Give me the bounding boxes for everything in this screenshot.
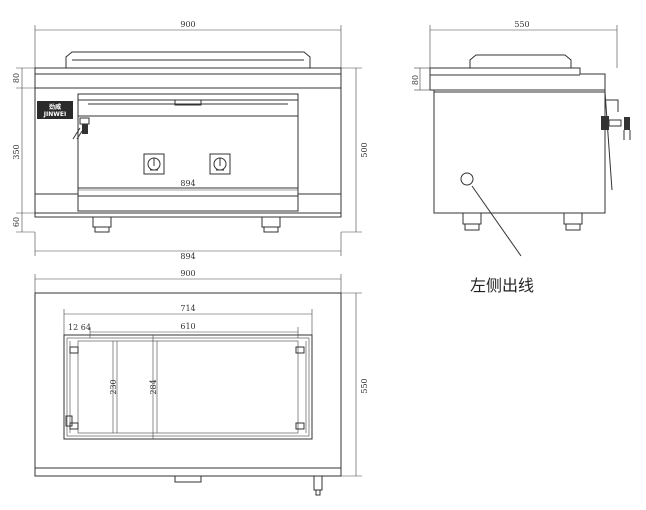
dim-front-top-80: 80 — [12, 73, 21, 83]
cable-exit-hole — [460, 172, 474, 186]
dim-front-width-900: 900 — [180, 20, 195, 29]
right-control-knob — [209, 153, 231, 175]
top-view: 900 714 610 12 64 230 284 — [34, 269, 369, 496]
dim-top-inner-714: 714 — [180, 304, 195, 313]
dim-top-outer-depth-284: 284 — [149, 379, 158, 394]
side-view: 550 80 左侧出线 — [411, 20, 631, 295]
svg-text:JINWEI: JINWEI — [43, 111, 66, 118]
front-view: 900 劲威 JINWEI — [12, 20, 369, 261]
cable-exit-label: 左侧出线 — [470, 276, 534, 295]
dim-side-depth-550: 550 — [514, 20, 529, 29]
dim-top-width-900: 900 — [180, 269, 195, 278]
left-control-knob — [143, 153, 165, 175]
dim-top-left-offsets: 12 64 — [68, 323, 91, 332]
svg-text:劲威: 劲威 — [48, 103, 61, 111]
dim-top-pot-610: 610 — [180, 322, 195, 331]
dim-front-base-894: 894 — [180, 252, 195, 261]
dim-top-depth-550: 550 — [360, 378, 369, 393]
dim-side-top-80: 80 — [411, 75, 420, 85]
brand-logo — [37, 101, 73, 119]
dim-front-total-500: 500 — [360, 142, 369, 157]
dim-top-inner-depth-230: 230 — [109, 379, 118, 394]
dim-front-body-350: 350 — [12, 144, 21, 159]
dim-front-legs-60: 60 — [12, 217, 21, 227]
dim-front-inner-894: 894 — [180, 179, 195, 188]
